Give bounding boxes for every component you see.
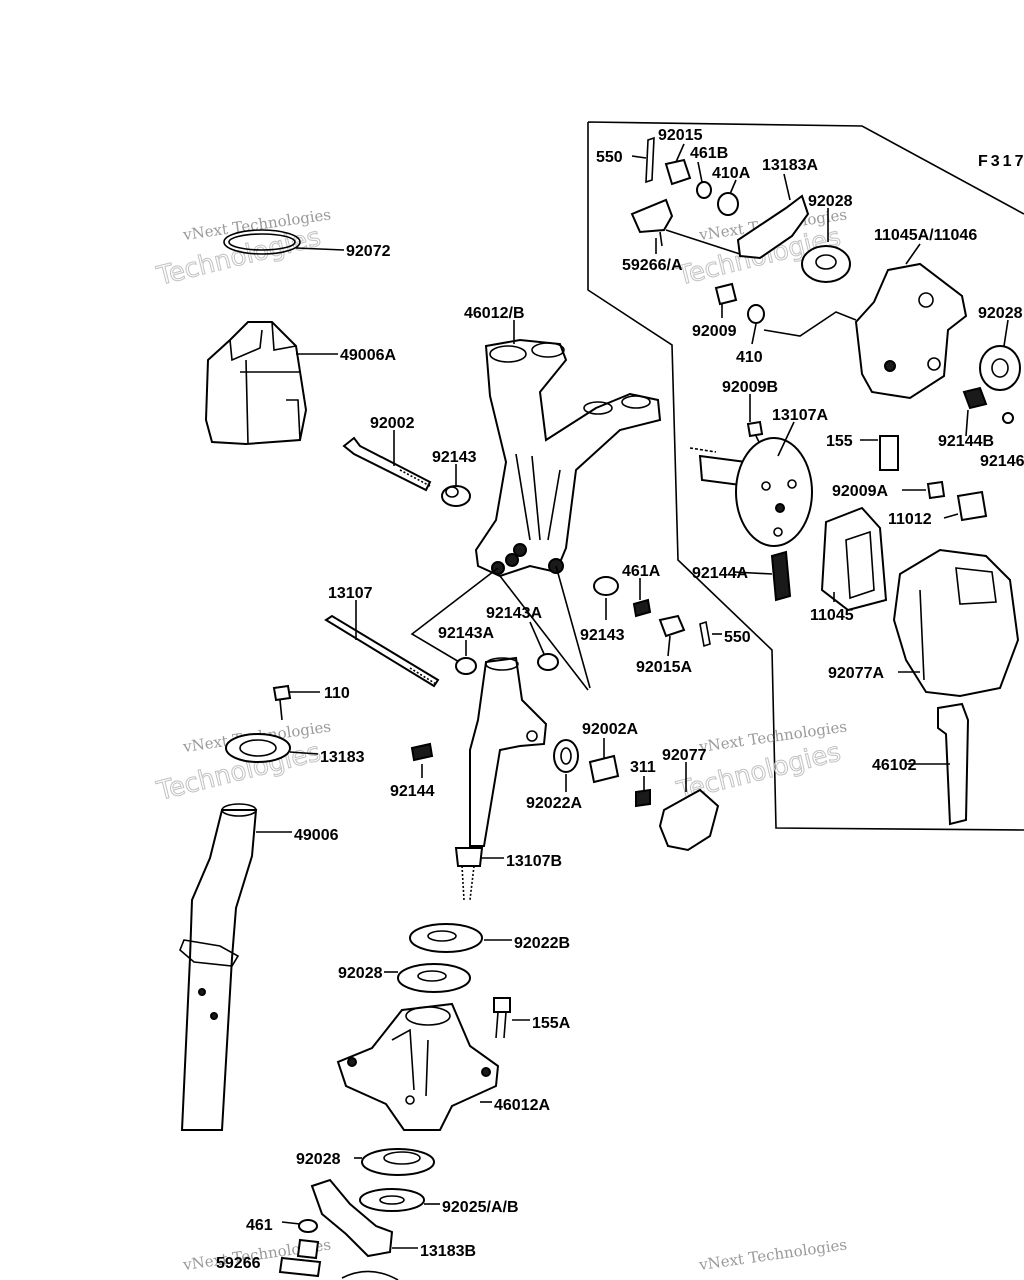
- figure-code: F317: [978, 153, 1024, 170]
- part-label: 461B: [690, 145, 728, 162]
- part-label: 92028: [808, 193, 853, 210]
- part-label: 59266/A: [622, 257, 683, 274]
- part-label: 13183B: [420, 1243, 476, 1260]
- part-label: 92002A: [582, 721, 638, 738]
- svg-text:vNext Technologies: vNext Technologies: [697, 1235, 848, 1274]
- part-label: 59266: [216, 1255, 261, 1272]
- part-label: 92028: [296, 1151, 341, 1168]
- part-label: 92143A: [438, 625, 494, 642]
- part-label: 92009A: [832, 483, 888, 500]
- part-label: 92077A: [828, 665, 884, 682]
- part-label: 155A: [532, 1015, 571, 1032]
- part-label: 92143: [580, 627, 625, 644]
- part-label: 46012/B: [464, 305, 525, 322]
- part-label: 461: [246, 1217, 273, 1234]
- part-label: 311: [630, 759, 656, 776]
- part-label: 92022A: [526, 795, 582, 812]
- part-label: 92015A: [636, 659, 692, 676]
- part-label: 13183: [320, 749, 365, 766]
- part-label: 92143: [432, 449, 477, 466]
- inset-frame: [587, 121, 1024, 831]
- part-label: 550: [724, 629, 751, 646]
- part-label: 13107B: [506, 853, 562, 870]
- part-label: 46012A: [494, 1097, 550, 1114]
- part-label: 550: [596, 149, 623, 166]
- part-label: 92025/A/B: [442, 1199, 519, 1216]
- part-label: 46102: [872, 757, 917, 774]
- part-label: 92144B: [938, 433, 994, 450]
- part-label: 13183A: [762, 157, 818, 174]
- part-label: 11045: [810, 607, 854, 624]
- parts-artwork: [179, 136, 1021, 1280]
- part-label: 92022B: [514, 935, 570, 952]
- part-label: 461A: [622, 563, 661, 580]
- part-label: 92009B: [722, 379, 778, 396]
- part-label: 13107: [328, 585, 373, 602]
- part-label: 92143A: [486, 605, 542, 622]
- part-label: 11045A/11046: [874, 227, 977, 244]
- part-label: 49006A: [340, 347, 396, 364]
- part-labels: 92072 49006A 46012/B 92002 92143 13107 9…: [216, 127, 1024, 1272]
- part-label: 410: [736, 349, 763, 366]
- part-label: 92028: [978, 305, 1023, 322]
- part-label: 92028: [338, 965, 383, 982]
- part-label: 155: [826, 433, 853, 450]
- part-label: 92002: [370, 415, 415, 432]
- part-label: 13107A: [772, 407, 828, 424]
- part-label: 410A: [712, 165, 751, 182]
- part-label: 92077: [662, 747, 707, 764]
- part-label: 92015: [658, 127, 703, 144]
- part-label: 92146: [980, 453, 1024, 470]
- part-label: 110: [324, 685, 350, 702]
- part-label: 92009: [692, 323, 737, 340]
- part-label: 92072: [346, 243, 391, 260]
- leader-lines: [256, 143, 1009, 1249]
- part-label: 92144A: [692, 565, 748, 582]
- part-label: 92144: [390, 783, 435, 800]
- part-label: 49006: [294, 827, 339, 844]
- part-label: 11012: [888, 511, 932, 528]
